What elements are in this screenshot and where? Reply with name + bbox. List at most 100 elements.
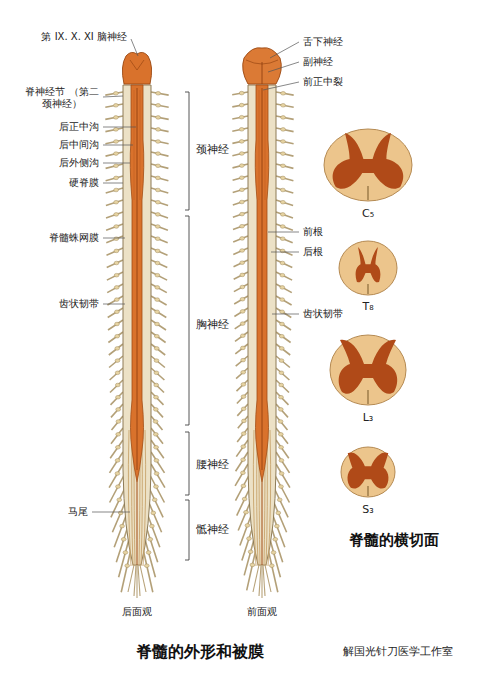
spinal-ganglion	[281, 200, 286, 204]
spinal-ganglion	[154, 347, 159, 351]
spinal-nerve	[276, 272, 292, 280]
spinal-ganglion	[155, 237, 160, 241]
spinal-ganglion	[241, 471, 246, 475]
spinal-ganglion	[280, 261, 285, 265]
spinal-nerve	[232, 152, 248, 156]
spinal-nerve	[276, 464, 290, 488]
spinal-nerve	[111, 404, 123, 417]
spinal-ganglion	[156, 176, 161, 180]
spinal-ganglion	[239, 91, 244, 95]
spinal-ganglion	[115, 334, 120, 338]
membrane-label: 硬脊膜	[68, 177, 100, 189]
spinal-ganglion	[115, 359, 120, 363]
sulcus-label: 后正中沟	[58, 121, 100, 133]
spinal-nerve	[276, 200, 293, 206]
spinal-nerve	[107, 260, 123, 268]
spinal-ganglion	[278, 433, 283, 437]
spinal-nerve	[276, 104, 294, 107]
spinal-ganglion	[280, 237, 285, 241]
spinal-nerve	[150, 476, 164, 503]
spinal-nerve	[232, 92, 248, 95]
spinal-ganglion	[280, 322, 285, 326]
spinal-nerve	[233, 236, 248, 242]
spinal-nerve	[276, 140, 294, 144]
spinal-nerve	[151, 368, 164, 380]
spinal-nerve	[232, 140, 248, 143]
spinal-nerve	[151, 416, 163, 430]
spinal-nerve	[151, 212, 168, 218]
cross-section-c5	[324, 129, 412, 201]
spinal-nerve	[236, 476, 249, 501]
spinal-nerve	[151, 104, 169, 107]
spinal-nerve	[235, 464, 248, 486]
spinal-nerve	[105, 128, 123, 132]
spinal-ganglion	[115, 347, 120, 351]
spinal-ganglion	[154, 334, 159, 338]
spinal-ganglion	[117, 498, 122, 502]
spinal-nerve	[151, 464, 165, 488]
spinal-ganglion	[114, 261, 119, 265]
spinal-ganglion	[240, 200, 245, 204]
spinal-ganglion	[154, 485, 159, 489]
spinal-nerve	[151, 344, 165, 355]
spinal-ganglion	[154, 472, 159, 476]
spinal-ganglion	[279, 472, 284, 476]
spinal-ganglion	[281, 176, 286, 180]
spinal-nerve	[237, 380, 249, 391]
spinal-ganglion	[114, 140, 119, 144]
spinal-ganglion	[242, 419, 247, 423]
spinal-nerve	[151, 92, 169, 95]
spinal-nerve	[276, 404, 288, 417]
sulcus-label: 后中间沟	[58, 139, 100, 151]
spinal-nerve	[232, 128, 248, 131]
spinal-nerve	[111, 392, 124, 405]
spinal-ganglion	[239, 115, 244, 119]
spinal-nerve	[276, 296, 292, 305]
spinal-nerve	[275, 476, 289, 503]
spinal-ganglion	[240, 261, 245, 265]
spinal-ganglion	[241, 484, 246, 488]
spinal-nerve	[109, 356, 123, 368]
spinal-ganglion	[144, 564, 149, 568]
spinal-nerve	[237, 404, 248, 416]
spinal-ganglion	[280, 273, 285, 277]
spinal-ganglion	[155, 249, 160, 253]
spinal-nerve	[151, 140, 169, 144]
spinal-ganglion	[154, 446, 159, 450]
spinal-nerve	[107, 248, 124, 255]
spinal-nerve	[151, 164, 168, 168]
spinal-ganglion	[241, 445, 246, 449]
spinal-ganglion	[241, 458, 246, 462]
spinal-ganglion	[279, 395, 284, 399]
spinal-ganglion	[279, 485, 284, 489]
spinal-ganglion	[156, 104, 161, 108]
spinal-ganglion	[279, 371, 284, 375]
spinal-nerve	[233, 248, 248, 254]
spinal-ganglion	[120, 524, 125, 528]
root-label: 前根	[302, 226, 324, 238]
cranial-nerve-label: 第 IX. X. XI 脑神经	[40, 31, 128, 43]
spinal-nerve	[149, 488, 163, 517]
spinal-nerve	[233, 224, 248, 230]
spinal-ganglion	[280, 213, 285, 217]
spinal-ganglion	[281, 104, 286, 108]
spinal-ganglion	[239, 176, 244, 180]
spinal-ganglion	[156, 164, 161, 168]
spinal-ganglion	[240, 322, 245, 326]
spinal-ganglion	[114, 200, 119, 204]
spinal-nerve	[232, 104, 248, 107]
spinal-nerve	[235, 320, 248, 329]
spinal-nerve	[106, 224, 123, 230]
spinal-ganglion	[116, 395, 121, 399]
cross-section-l3	[330, 335, 406, 405]
spinal-nerve	[107, 272, 123, 280]
spinal-nerve	[151, 200, 168, 206]
spinal-ganglion	[114, 164, 119, 168]
spinal-ganglion	[153, 408, 158, 412]
spinal-ganglion	[281, 116, 286, 120]
spinal-ganglion	[240, 310, 245, 314]
spinal-ganglion	[279, 446, 284, 450]
spinal-nerve	[234, 296, 248, 304]
spinal-nerve	[276, 236, 293, 243]
spinal-nerve	[108, 332, 123, 343]
